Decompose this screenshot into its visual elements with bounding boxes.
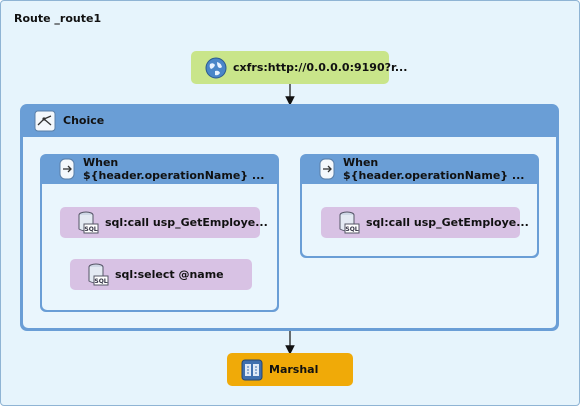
sql-step-label: sql:select @name <box>115 268 224 281</box>
when-header[interactable]: When ${header.operationName} ... <box>40 154 279 184</box>
marshal-icon <box>241 359 263 381</box>
route-title: Route _route1 <box>14 12 102 25</box>
sql-step-node[interactable]: SQL sql:call usp_GetEmploye... <box>321 207 529 238</box>
when-label: When ${header.operationName} ... <box>83 156 265 182</box>
choice-header[interactable]: Choice <box>20 104 559 137</box>
sql-step-node[interactable]: SQL sql:call usp_GetEmploye... <box>60 207 268 238</box>
sql-step-label: sql:call usp_GetEmploye... <box>366 216 529 229</box>
when-header[interactable]: When ${header.operationName} ... <box>300 154 539 184</box>
from-endpoint-label: cxfrs:http://0.0.0.0:9190?r... <box>233 61 408 74</box>
when-icon <box>318 158 336 180</box>
marshal-label: Marshal <box>269 363 319 376</box>
when-label: When ${header.operationName} ... <box>343 156 525 182</box>
svg-text:SQL: SQL <box>84 226 97 233</box>
sql-database-icon: SQL <box>87 263 109 287</box>
branch-icon <box>34 110 56 132</box>
when-icon <box>58 158 76 180</box>
globe-icon <box>205 57 227 79</box>
when-body <box>42 184 277 310</box>
sql-database-icon: SQL <box>77 211 99 235</box>
svg-text:SQL: SQL <box>94 278 107 285</box>
sql-step-label: sql:call usp_GetEmploye... <box>105 216 268 229</box>
choice-label: Choice <box>63 114 105 127</box>
from-endpoint-node[interactable]: cxfrs:http://0.0.0.0:9190?r... <box>191 51 407 84</box>
when-container[interactable]: When ${header.operationName} ... <box>300 154 539 258</box>
sql-step-node[interactable]: SQL sql:select @name <box>70 259 252 290</box>
sql-database-icon: SQL <box>338 211 360 235</box>
svg-text:SQL: SQL <box>345 226 358 233</box>
marshal-node[interactable]: Marshal <box>227 353 353 386</box>
